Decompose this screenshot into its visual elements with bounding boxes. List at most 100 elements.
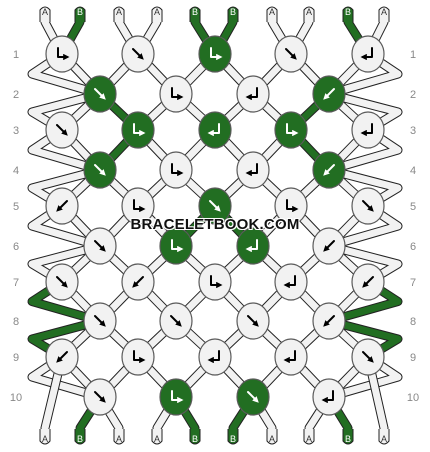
row-number-left: 7 [13, 277, 19, 289]
backward-backward-knot-arrow [360, 123, 373, 137]
top-string-end [303, 6, 315, 22]
bottom-string-end [74, 429, 86, 445]
row-number-right: 4 [410, 165, 416, 177]
knot [236, 227, 270, 265]
knot [45, 338, 79, 376]
bottom-string-label: A [154, 434, 160, 444]
forward-knot-arrow [170, 315, 182, 327]
knot [312, 75, 346, 113]
backward-backward-knot-arrow [207, 123, 220, 137]
knot [45, 35, 79, 73]
knot [236, 302, 270, 340]
knot-body [159, 378, 193, 416]
bottom-string-label: A [116, 434, 122, 444]
bottom-string-label: A [381, 434, 387, 444]
bottom-string-label: A [269, 434, 275, 444]
row-number-left: 3 [13, 125, 19, 137]
top-string-end [342, 6, 354, 22]
knot-body [236, 227, 270, 265]
backward-forward-knot-arrow [210, 47, 223, 61]
bottom-string-end [113, 429, 125, 445]
knot [236, 378, 270, 416]
top-string-label: A [154, 7, 160, 17]
knot-grid [45, 35, 385, 416]
forward-knot-arrow [56, 124, 68, 136]
knot-body [198, 263, 232, 301]
top-string-end [266, 6, 278, 22]
knot [83, 302, 117, 340]
row-number-left: 1 [13, 49, 19, 61]
backward-backward-knot-arrow [207, 350, 220, 364]
knot [198, 111, 232, 149]
backward-forward-knot-arrow [171, 390, 184, 404]
row-number-right: 3 [410, 125, 416, 137]
knot-body [121, 111, 155, 149]
backward-knot-arrow [362, 276, 374, 288]
backward-backward-knot-arrow [245, 87, 258, 101]
forward-knot-arrow [56, 276, 68, 288]
knot-body [351, 111, 385, 149]
top-string-end [189, 6, 201, 22]
top-string-end [39, 6, 51, 22]
row-number-right: 1 [410, 49, 416, 61]
knot [351, 35, 385, 73]
knot-body [121, 187, 155, 225]
forward-knot-arrow [94, 164, 106, 176]
backward-knot-arrow [56, 200, 68, 212]
knot-body [159, 75, 193, 113]
bottom-string-end [227, 429, 239, 445]
bottom-string-end [151, 429, 163, 445]
forward-knot-arrow [362, 351, 374, 363]
knot [159, 75, 193, 113]
backward-backward-knot-arrow [283, 350, 296, 364]
top-string-label: A [381, 7, 387, 17]
top-string-label: A [116, 7, 122, 17]
knot [159, 378, 193, 416]
forward-knot-arrow [209, 200, 221, 212]
knot [198, 35, 232, 73]
knot [236, 75, 270, 113]
knot [351, 263, 385, 301]
knot [312, 302, 346, 340]
bottom-string-label: A [306, 434, 312, 444]
bottom-string-end [189, 429, 201, 445]
row-number-right: 2 [410, 89, 416, 101]
top-string-label: A [269, 7, 275, 17]
knot [312, 227, 346, 265]
row-number-right: 5 [410, 201, 416, 213]
knot [274, 111, 308, 149]
knot [159, 151, 193, 189]
knot-body [236, 75, 270, 113]
knot [45, 187, 79, 225]
bottom-string-label: B [345, 434, 351, 444]
bottom-string-end [303, 429, 315, 445]
backward-forward-knot-arrow [210, 275, 223, 289]
knot [351, 338, 385, 376]
backward-backward-knot-arrow [245, 163, 258, 177]
backward-backward-knot-arrow [245, 239, 258, 253]
forward-knot-arrow [362, 200, 374, 212]
knot-body [274, 263, 308, 301]
top-string-label: A [42, 7, 48, 17]
row-number-left: 5 [13, 201, 19, 213]
forward-knot-arrow [247, 391, 259, 403]
knot [274, 35, 308, 73]
top-string-end [74, 6, 86, 22]
knot [83, 227, 117, 265]
backward-backward-knot-arrow [283, 275, 296, 289]
backward-forward-knot-arrow [133, 199, 146, 213]
backward-knot-arrow [56, 351, 68, 363]
knot [83, 75, 117, 113]
knot [121, 111, 155, 149]
backward-knot-arrow [323, 164, 335, 176]
top-string-label: A [306, 7, 312, 17]
row-number-right: 9 [410, 352, 416, 364]
backward-knot-arrow [323, 315, 335, 327]
knot [121, 35, 155, 73]
row-number-left: 2 [13, 89, 19, 101]
row-number-right: 8 [410, 316, 416, 328]
bottom-string-label: B [230, 434, 236, 444]
